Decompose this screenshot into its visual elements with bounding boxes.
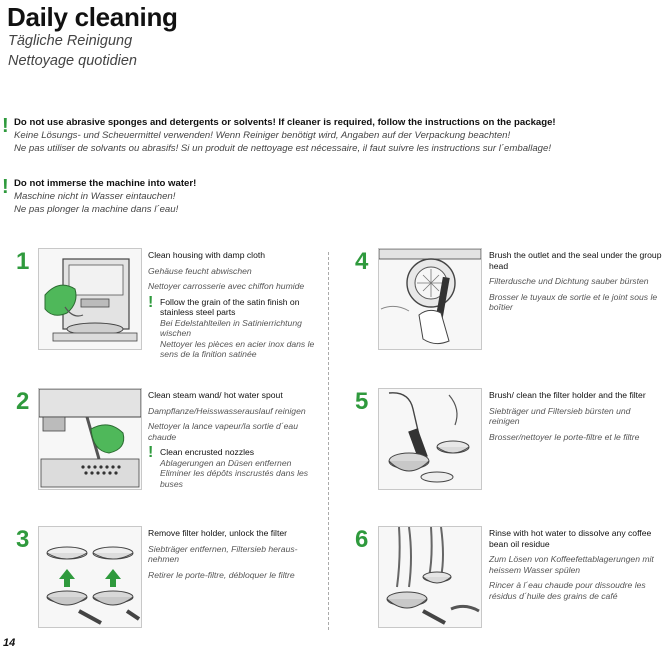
warning-text-fr: Ne pas utiliser de solvants ou abrasifs!… [14, 143, 551, 154]
exclamation-icon: ! [2, 115, 9, 137]
step-6-text: Rinse with hot water to dissolve any cof… [489, 528, 663, 601]
step-6-en: Rinse with hot water to dissolve any cof… [489, 528, 652, 549]
filter-removal-icon [46, 546, 141, 625]
step-4-de: Filterdusche und Dichtung sauber bürsten [489, 276, 649, 286]
step-6-de: Zum Lösen von Koffeefettablagerungen mit… [489, 554, 654, 575]
step-4-text: Brush the outlet and the seal under the … [489, 250, 663, 313]
warning-text-en: Do not use abrasive sponges and detergen… [14, 117, 556, 128]
step-2-de: Dampflanze/Heisswasserauslauf reinigen [148, 405, 306, 416]
step-5-text: Brush/ clean the filter holder and the f… [489, 390, 663, 442]
step-1-note-fr: Nettoyer les pièces en acier inox dans l… [160, 338, 315, 360]
step-2-fr: Nettoyer la lance vapeur/la sortie d´eau… [148, 421, 298, 442]
exclamation-icon: ! [148, 444, 154, 461]
warning-text-de: Keine Lösungs- und Scheuermittel verwend… [14, 130, 511, 141]
step-number: 2 [16, 388, 30, 415]
step-2-note-fr: Eliminer les dépôts inscrustés dans les … [160, 468, 309, 489]
step-2-note: ! Clean encrusted nozzles Ablagerungen a… [148, 444, 323, 489]
step-2-en: Clean steam wand/ hot water spout [148, 390, 283, 400]
step-3-de: Siebträger entfernen, Filtersieb heraus-… [148, 543, 298, 565]
step-4-en: Brush the outlet and the seal under the … [489, 250, 662, 271]
subtitle-fr: Nettoyage quotidien [8, 53, 137, 69]
step-3-en: Remove filter holder, unlock the filter [148, 528, 287, 538]
step-5-illustration [378, 388, 482, 490]
exclamation-icon: ! [148, 293, 154, 311]
warning-text-fr: Ne pas plonger la machine dans l´eau! [14, 204, 179, 215]
step-2-note-de: Ablagerungen an Düsen entfernen [160, 457, 292, 468]
step-3-illustration [38, 526, 142, 628]
filter-holder-brush-icon [388, 392, 470, 483]
step-2-illustration [38, 388, 142, 490]
step-3-fr: Retirer le porte-filtre, débloquer le fi… [148, 569, 295, 580]
column-divider [328, 252, 329, 630]
step-number: 3 [16, 526, 30, 553]
step-1-text: Clean housing with damp cloth Gehäuse fe… [148, 250, 323, 360]
step-5-en: Brush/ clean the filter holder and the f… [489, 390, 646, 400]
hot-water-rinse-icon [386, 527, 480, 625]
subtitle-de: Tägliche Reinigung [8, 33, 133, 49]
step-1-en: Clean housing with damp cloth [148, 250, 266, 260]
espresso-machine-cloth-icon [44, 258, 138, 342]
step-1-note-en: Follow the grain of the satin finish on … [160, 296, 300, 318]
group-head-brush-icon [379, 249, 481, 345]
step-2-note-en: Clean encrusted nozzles [160, 447, 255, 457]
step-5-fr: Brosser/nettoyer le porte-filtre et le f… [489, 431, 640, 442]
step-6-fr: Rincer à l´eau chaude pour dissoudre les… [489, 580, 646, 601]
step-3-text: Remove filter holder, unlock the filter … [148, 528, 323, 580]
step-1-de: Gehäuse feucht abwischen [148, 265, 252, 276]
step-1-note-de: Bei Edelstahlteilen in Satinierrichtung … [160, 317, 302, 339]
step-number: 1 [16, 248, 30, 275]
step-1-note: ! Follow the grain of the satin finish o… [148, 293, 323, 360]
step-2-text: Clean steam wand/ hot water spout Dampfl… [148, 390, 323, 489]
page-title: Daily cleaning [7, 2, 178, 32]
step-number: 6 [355, 526, 369, 553]
step-4-illustration [378, 248, 482, 350]
exclamation-icon: ! [2, 176, 9, 198]
step-1-illustration [38, 248, 142, 350]
step-1-fr: Nettoyer carrosserie avec chiffon humide [148, 281, 305, 291]
step-5-de: Siebträger und Filtersieb bürsten und re… [489, 405, 631, 427]
step-number: 5 [355, 388, 369, 415]
page-number: 14 [3, 637, 16, 649]
step-6-illustration [378, 526, 482, 628]
warning-text-en: Do not immerse the machine into water! [14, 178, 197, 189]
step-number: 4 [355, 248, 369, 275]
steam-wand-cleaning-icon [39, 389, 141, 488]
step-4-fr: Brosser le tuyaux de sortie et le joint … [489, 291, 658, 313]
warning-text-de: Maschine nicht in Wasser eintauchen! [14, 191, 176, 202]
